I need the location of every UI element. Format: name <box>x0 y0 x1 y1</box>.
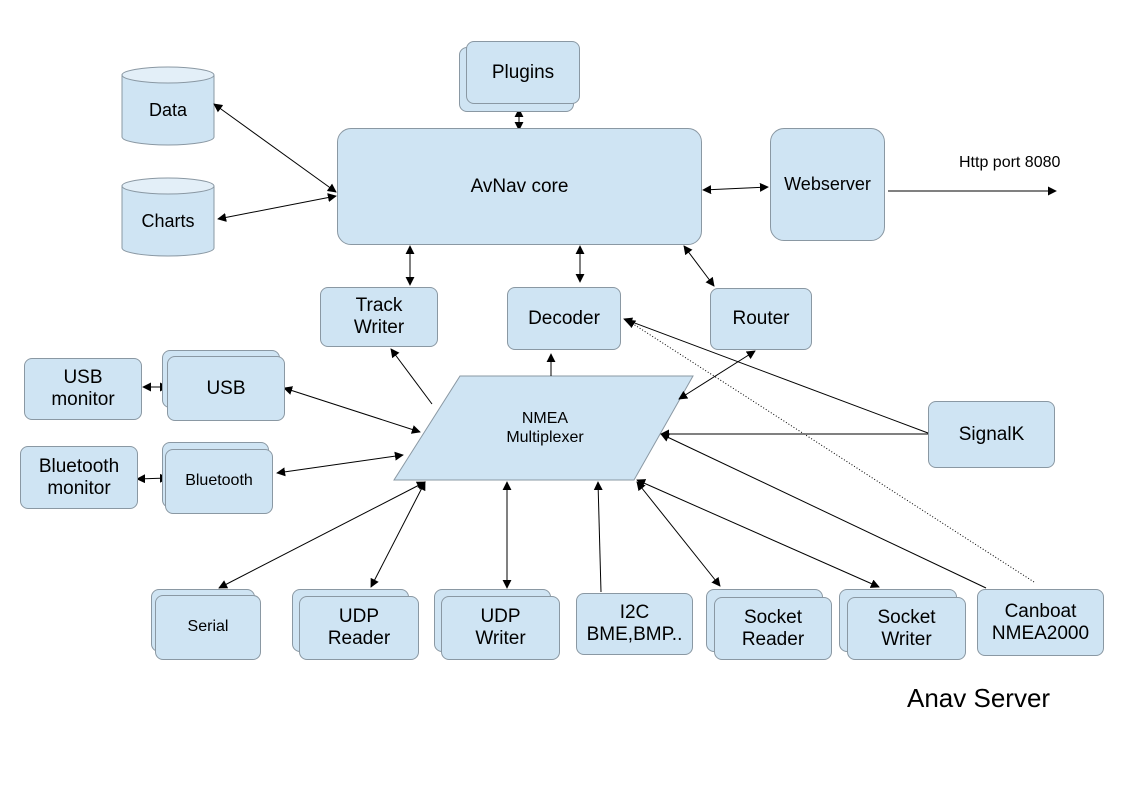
edge-mux-trackwriter <box>390 348 433 405</box>
i2c-node: I2C BME,BMP.. <box>576 593 693 655</box>
canboat-node: Canboat NMEA2000 <box>977 589 1104 656</box>
track-writer-label: Track Writer <box>353 295 405 338</box>
charts-cylinder <box>121 177 215 257</box>
edge-signalk-decoder <box>623 317 929 434</box>
edge-socketwriter-mux <box>636 479 880 588</box>
data-label: Data <box>148 100 188 120</box>
edge-core-webserver <box>702 182 769 195</box>
socket-writer-label: Socket Writer <box>877 606 936 650</box>
bluetooth-label: Bluetooth <box>185 472 253 490</box>
udp-reader-node: UDP Reader <box>299 596 419 660</box>
socket-reader-label: Socket Reader <box>741 606 805 650</box>
edge-socketreader-mux <box>636 481 721 587</box>
signalk-node: SignalK <box>928 401 1055 468</box>
track-writer-node: Track Writer <box>320 287 438 347</box>
edge-i2c-mux <box>593 481 603 593</box>
signalk-label: SignalK <box>958 423 1025 445</box>
bluetooth-monitor-node: Bluetooth monitor <box>20 446 138 509</box>
decoder-node: Decoder <box>507 287 621 350</box>
edge-usb-mux <box>283 386 421 434</box>
decoder-label: Decoder <box>528 307 600 329</box>
edge-core-router <box>683 245 715 287</box>
edge-router-mux <box>678 350 756 400</box>
edge-bt-mux <box>276 451 404 477</box>
router-node: Router <box>710 288 812 350</box>
edge-charts-core <box>217 193 337 222</box>
bluetooth-monitor-label: Bluetooth monitor <box>38 455 120 499</box>
nmea-multiplexer-shape <box>393 375 694 481</box>
bluetooth-node: Bluetooth <box>165 449 273 514</box>
data-cylinder <box>121 66 215 146</box>
router-label: Router <box>732 308 790 330</box>
webserver-node: Webserver <box>770 128 885 241</box>
serial-label: Serial <box>187 618 229 636</box>
usb-label: USB <box>206 377 246 399</box>
http-port-label: Http port 8080 <box>959 154 1061 171</box>
plugins-node: Plugins <box>466 41 580 104</box>
udp-writer-label: UDP Writer <box>475 606 526 649</box>
avnav-core-label: AvNav core <box>470 175 569 197</box>
canboat-label: Canboat NMEA2000 <box>991 600 1090 644</box>
udp-reader-label: UDP Reader <box>327 606 391 649</box>
edge-udpreader-mux <box>370 481 426 588</box>
nmea-multiplexer-label: NMEA Multiplexer <box>506 410 584 447</box>
plugins-label: Plugins <box>491 61 555 83</box>
serial-node: Serial <box>155 595 261 660</box>
webserver-label: Webserver <box>784 174 871 195</box>
i2c-label: I2C BME,BMP.. <box>586 602 683 645</box>
avnav-core-node: AvNav core <box>337 128 702 245</box>
usb-monitor-node: USB monitor <box>24 358 142 420</box>
charts-label: Charts <box>141 211 195 231</box>
server-title: Anav Server <box>907 683 1051 713</box>
socket-writer-node: Socket Writer <box>847 597 966 660</box>
socket-reader-node: Socket Reader <box>714 597 832 660</box>
edge-data-core <box>213 103 337 193</box>
usb-node: USB <box>167 356 285 421</box>
udp-writer-node: UDP Writer <box>441 596 560 660</box>
usb-monitor-label: USB monitor <box>51 367 115 410</box>
